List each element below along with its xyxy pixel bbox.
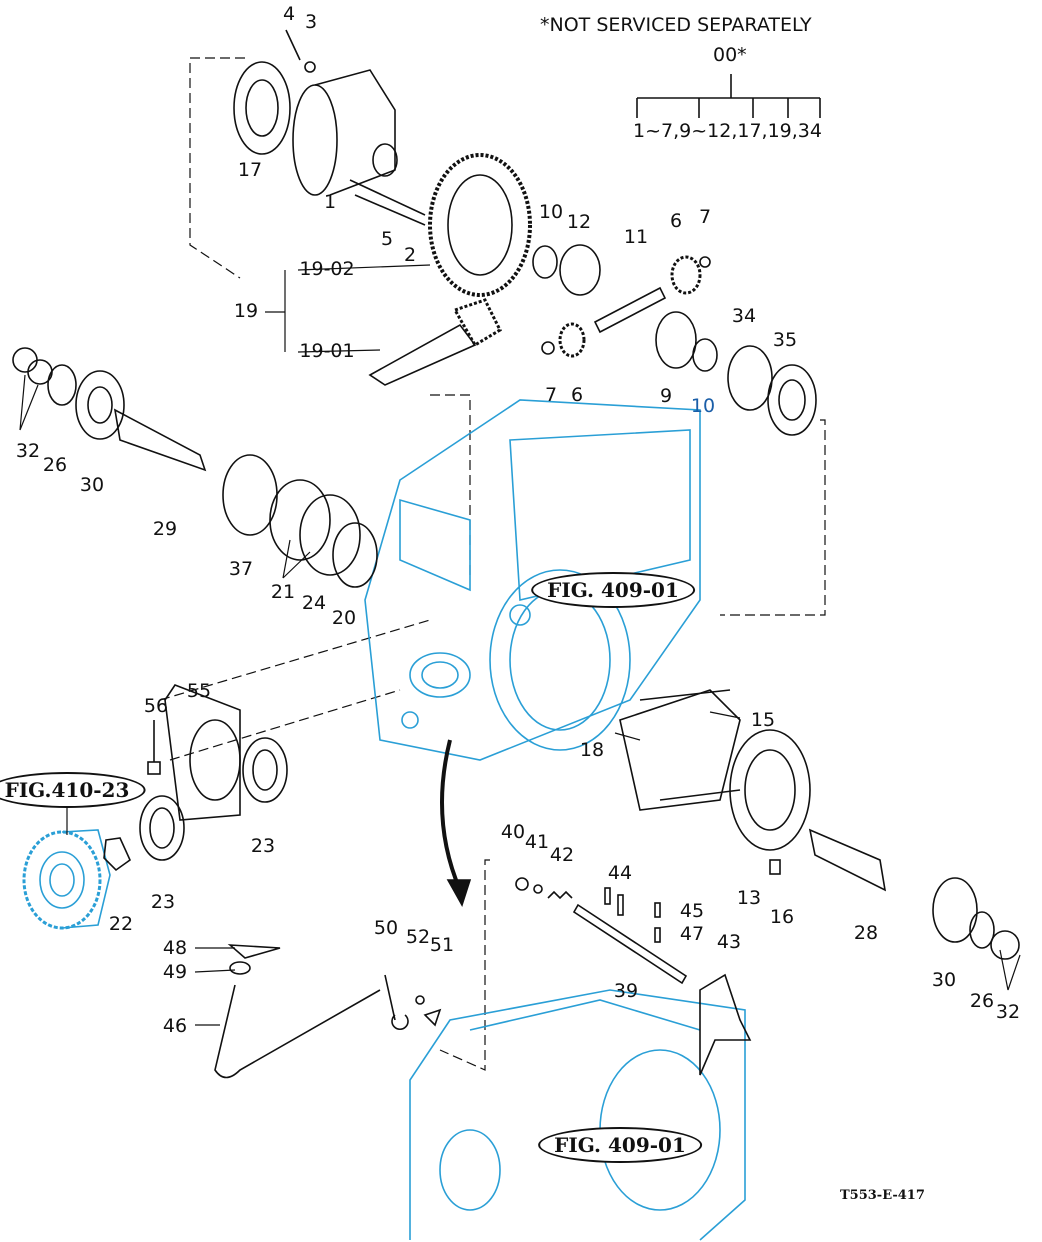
part-label: 42: [549, 844, 575, 866]
part-label: 5: [380, 228, 394, 250]
part-label: 2: [403, 244, 417, 266]
lower-housing: [409, 989, 746, 1241]
note-tree-lines: [636, 74, 821, 118]
part-label: 21: [270, 581, 296, 603]
part-label: 4: [282, 3, 296, 25]
part-label: 48: [162, 937, 188, 959]
part-label: 32: [15, 440, 41, 462]
part-label: 43: [716, 931, 742, 953]
part-label: 45: [679, 900, 705, 922]
part-label: 19-02: [299, 258, 355, 280]
not-serviced-note: *NOT SERVICED SEPARATELY: [540, 14, 812, 36]
part-label: 13: [736, 887, 762, 909]
part-label: 11: [623, 226, 649, 248]
fig-ref-gear[interactable]: FIG.410-23: [0, 772, 146, 808]
part-label: 35: [772, 329, 798, 351]
part-label: 37: [228, 558, 254, 580]
part-label: 16: [769, 906, 795, 928]
part-label: 56: [143, 695, 169, 717]
part-label: 29: [152, 518, 178, 540]
leader-lines: [19, 264, 1021, 1026]
part-label: 50: [373, 917, 399, 939]
part-label: 55: [186, 680, 212, 702]
part-label: 19-01: [299, 340, 355, 362]
part-label: 28: [853, 922, 879, 944]
part-label: 47: [679, 923, 705, 945]
part-label: 39: [613, 980, 639, 1002]
part-label: 30: [79, 474, 105, 496]
part-label: 19: [233, 300, 259, 322]
part-label: 34: [731, 305, 757, 327]
differential-case: [233, 29, 426, 226]
part-label: 46: [162, 1015, 188, 1037]
ring-gear-and-pinion: [368, 153, 532, 386]
side-gears-and-shaft: [532, 244, 817, 436]
left-shaft-parts: [12, 347, 378, 588]
part-label: 9: [659, 385, 673, 407]
gear-part: [22, 829, 111, 930]
part-label: 15: [750, 709, 776, 731]
part-label: 26: [969, 990, 995, 1012]
part-label: 6: [570, 384, 584, 406]
fig-ref-upper[interactable]: FIG. 409-01: [531, 572, 695, 608]
part-label: 52: [405, 926, 431, 948]
part-label: 3: [304, 11, 318, 33]
part-label: 22: [108, 913, 134, 935]
part-label: 17: [237, 159, 263, 181]
part-label: 32: [995, 1001, 1021, 1023]
right-side-parts: [619, 689, 1020, 960]
part-label: 1: [323, 191, 337, 213]
part-label: 20: [331, 607, 357, 629]
part-label: 18: [579, 739, 605, 761]
part-label: 6: [669, 210, 683, 232]
part-label: 40: [500, 821, 526, 843]
part-label: 24: [301, 592, 327, 614]
part-label: 41: [524, 831, 550, 853]
part-label: 10: [538, 201, 564, 223]
part-label: 26: [42, 454, 68, 476]
part-label: 10: [690, 395, 716, 417]
fig-ref-lower[interactable]: FIG. 409-01: [538, 1127, 702, 1163]
part-label: 44: [607, 862, 633, 884]
part-label: 7: [698, 206, 712, 228]
part-label: 12: [566, 211, 592, 233]
part-label: 30: [931, 969, 957, 991]
bearing-retainer-parts: [103, 684, 288, 872]
part-label: 23: [150, 891, 176, 913]
assembly-arrow-icon: [440, 739, 472, 907]
assembly-number: 00*: [713, 44, 747, 66]
part-label: 23: [250, 835, 276, 857]
drawing-code: T553-E-417: [840, 1188, 925, 1203]
guide-lines: [159, 57, 826, 1071]
assembly-members: 1~7,9~12,17,19,34: [633, 120, 822, 142]
part-label: 7: [544, 384, 558, 406]
part-label: 49: [162, 961, 188, 983]
shift-parts: [214, 877, 752, 1079]
part-label: 51: [429, 934, 455, 956]
